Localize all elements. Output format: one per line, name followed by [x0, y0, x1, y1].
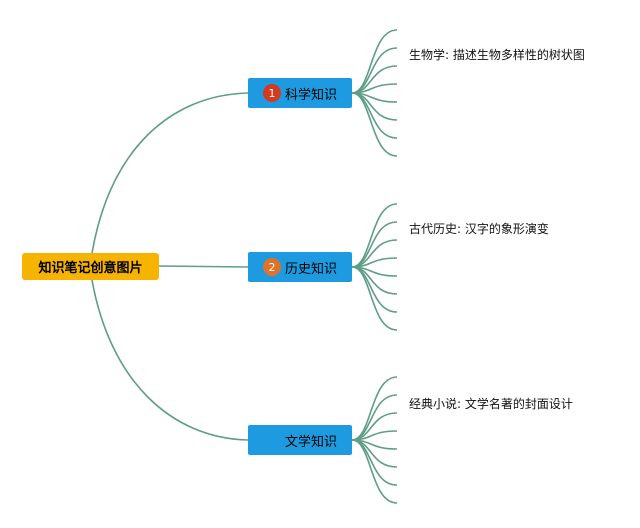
badge-placeholder [263, 431, 281, 449]
leaf-topic-literature[interactable]: 经典小说: 文学名著的封面设计 [409, 397, 573, 411]
connector-root-science [91, 92, 249, 254]
fan-line-science [351, 65, 398, 94]
fan-line-literature [351, 439, 398, 504]
leaf-topic-history[interactable]: 古代历史: 汉字的象形演变 [409, 222, 549, 236]
connector-root-literature [91, 279, 249, 441]
number-one-icon: 1 [262, 84, 281, 102]
number-two-icon: 2 [262, 258, 281, 276]
branch-label: 文学知识 [284, 434, 337, 450]
branch-label: 科学知识 [284, 87, 337, 103]
branch-literature[interactable]: 文学知识 [248, 425, 352, 455]
fan-line-history [351, 266, 398, 331]
branch-label: 历史知识 [284, 261, 337, 277]
fan-line-science [351, 92, 398, 121]
root-node[interactable]: 知识笔记创意图片 [22, 253, 159, 280]
connector-root-history [158, 265, 249, 268]
fan-line-science [351, 92, 398, 157]
fan-line-literature [351, 412, 398, 441]
fan-line-literature [351, 439, 398, 468]
leaf-topic-science[interactable]: 生物学: 描述生物多样性的树状图 [409, 48, 585, 62]
root-label: 知识笔记创意图片 [38, 261, 143, 276]
branch-history[interactable]: 2 历史知识 [248, 252, 352, 282]
branch-science[interactable]: 1 科学知识 [248, 78, 352, 108]
fan-line-history [351, 239, 398, 268]
fan-line-history [351, 266, 398, 295]
